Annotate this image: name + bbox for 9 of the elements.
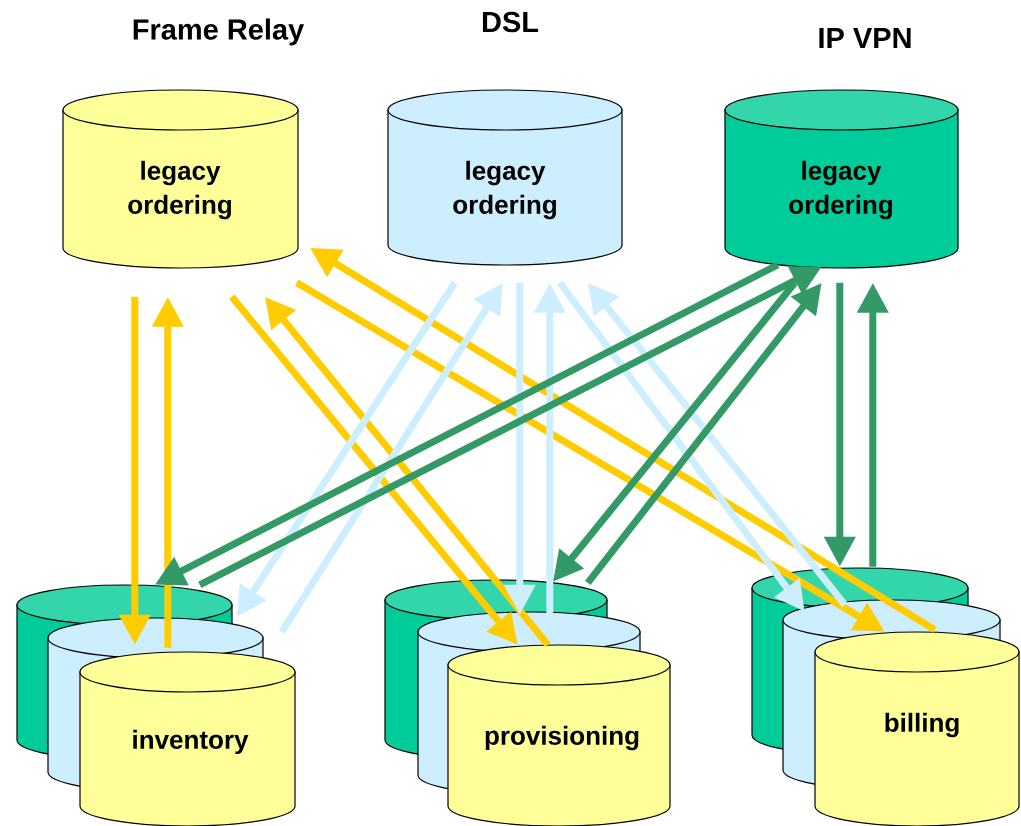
database-stack: provisioning xyxy=(384,579,671,826)
database-stack: billing xyxy=(751,567,1020,826)
database-stack: inventory xyxy=(16,584,296,826)
column-heading: DSL xyxy=(482,11,539,33)
column-heading: Frame Relay xyxy=(133,18,305,46)
database-cylinder: legacy ordering xyxy=(62,89,299,269)
database-cylinder: legacy ordering xyxy=(387,89,623,266)
column-heading: IP VPN xyxy=(819,28,911,48)
database-cylinder: legacy ordering xyxy=(724,89,959,269)
